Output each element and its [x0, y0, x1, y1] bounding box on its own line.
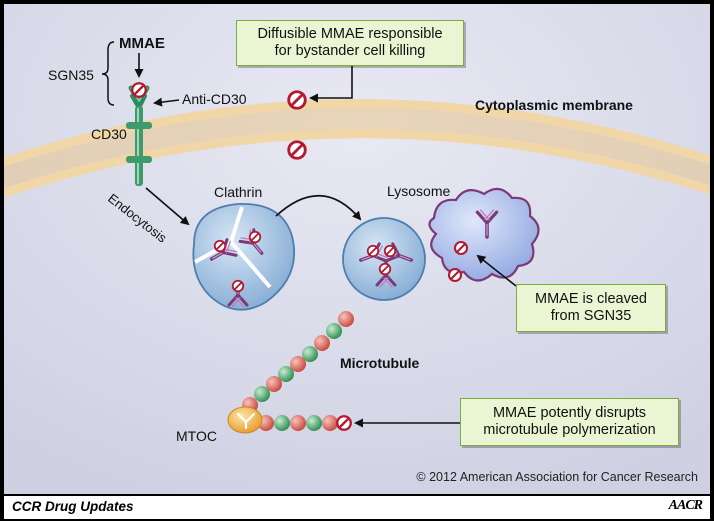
clathrin-mmae-2-icon — [248, 230, 262, 244]
clathrin-label: Clathrin — [214, 184, 262, 200]
cleaved-arrow — [476, 254, 517, 287]
cytoplasmic-membrane-label: Cytoplasmic membrane — [475, 97, 633, 113]
anti-cd30-arrow — [153, 97, 180, 107]
vesicle-mmae-3-icon — [378, 262, 392, 276]
cleaved-callout-line1: MMAE is cleaved — [534, 291, 647, 307]
aacr-logo: AACR — [668, 498, 703, 513]
cytoplasmic-membrane — [4, 99, 710, 198]
mtoc-centrosome — [227, 406, 263, 434]
clathrin-mmae-1-icon — [213, 239, 227, 253]
vesicle-mmae-1-icon — [366, 244, 380, 258]
anti-cd30-label: Anti-CD30 — [182, 91, 247, 107]
diagram-panel: MMAE SGN35 Anti-CD30 CD30 Cytoplasmic me… — [4, 4, 710, 494]
footer-title: CCR Drug Updates — [12, 499, 134, 514]
diffusible-callout-line2: for bystander cell killing — [274, 43, 426, 59]
mtoc-label: MTOC — [176, 428, 217, 444]
mmae-label: MMAE — [119, 35, 165, 52]
vesicle-mmae-2-icon — [383, 244, 397, 258]
disrupts-callout-line1: MMAE potently disrupts — [492, 405, 647, 421]
diffusible-mmae-callout: Diffusible MMAE responsible for bystande… — [236, 20, 464, 66]
disrupts-callout-line2: microtubule polymerization — [483, 422, 656, 438]
clathrin-coated-vesicle — [192, 203, 296, 311]
mechanism-diagram: MMAE SGN35 Anti-CD30 CD30 Cytoplasmic me… — [4, 4, 710, 494]
sgn35-brace — [101, 41, 115, 106]
diffusible-arrow — [309, 64, 353, 103]
clathrin-mmae-3-icon — [231, 279, 245, 293]
mmae-cleaved-callout: MMAE is cleaved from SGN35 — [516, 284, 666, 332]
mmae-on-antibody-icon — [131, 82, 147, 98]
membrane-mmae-icon — [287, 140, 307, 160]
lysosome — [428, 187, 540, 282]
endocytosis-arrow — [145, 187, 190, 226]
footer-bar: CCR Drug Updates AACR — [4, 494, 710, 519]
released-mmae-icon — [447, 267, 463, 283]
cd30-label: CD30 — [91, 126, 127, 142]
microtubule-mmae-icon — [336, 415, 352, 431]
microtubule-label: Microtubule — [340, 355, 420, 371]
diffusible-callout-line1: Diffusible MMAE responsible — [257, 26, 443, 42]
lysosome-label: Lysosome — [387, 183, 451, 199]
diffusible-mmae-icon — [287, 90, 307, 110]
transport-arrow — [275, 194, 362, 221]
copyright-notice: © 2012 American Association for Cancer R… — [416, 470, 698, 484]
lysosome-mmae-icon — [453, 240, 469, 256]
sgn35-label: SGN35 — [48, 67, 94, 83]
cleaved-callout-line2: from SGN35 — [550, 308, 632, 324]
mmae-disrupts-callout: MMAE potently disrupts microtubule polym… — [460, 398, 679, 446]
